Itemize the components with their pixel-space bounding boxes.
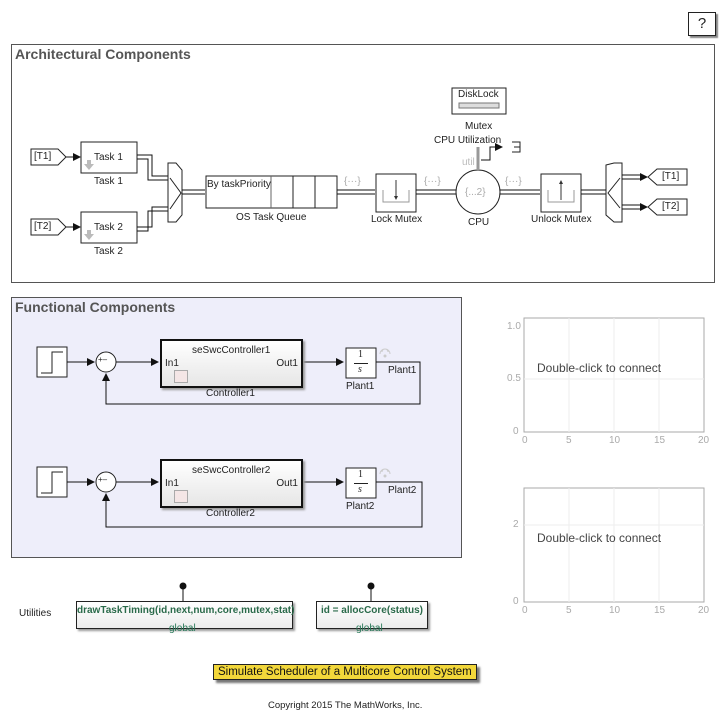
from-tag-t1-label: [T1]: [34, 151, 52, 162]
x-tick: 20: [698, 605, 710, 616]
plant2-label: Plant2: [346, 501, 375, 512]
area-title: Architectural Components: [15, 46, 191, 62]
y-tick: 0: [513, 426, 519, 437]
plant2-signal-label: Plant2: [388, 485, 417, 496]
lock-mutex-label: Lock Mutex: [371, 214, 423, 225]
function-scope: global: [356, 623, 383, 634]
x-tick: 15: [654, 605, 666, 616]
function-signature: drawTaskTiming(id,next,num,core,mutex,st…: [77, 605, 295, 616]
scope-placeholder: Double-click to connect: [537, 531, 662, 545]
scope-grid: [523, 317, 705, 433]
task2-block-text: Task 2: [94, 222, 123, 233]
util-port-label: util: [462, 157, 475, 168]
controller1-label: Controller1: [206, 388, 255, 399]
entity-connection: [137, 154, 168, 232]
scope-2[interactable]: 2 0 0 5 10 15 20 Double-click to connect: [490, 480, 715, 620]
down-arrow-icon: [84, 160, 94, 170]
terminator-block[interactable]: [512, 141, 521, 153]
entity-connection: [182, 189, 205, 195]
sum-signs: +–: [98, 475, 108, 484]
x-tick: 5: [566, 435, 572, 446]
goto-tag-t1-label: [T1]: [662, 171, 680, 182]
entity-marker: {···}: [424, 176, 441, 187]
scope-1[interactable]: 1.0 0.5 0 0 5 10 15 20 Double-click to c…: [490, 310, 715, 450]
in-port-label: In1: [165, 478, 179, 489]
goto-tag-t2-label: [T2]: [662, 201, 680, 212]
sum-signs: +–: [98, 355, 108, 364]
path-splitter-block[interactable]: [605, 162, 623, 223]
task1-label: Task 1: [94, 176, 123, 187]
down-arrow-icon: [84, 230, 94, 240]
plant2-denominator: s: [358, 484, 362, 495]
x-tick: 15: [654, 435, 666, 446]
goto-tag-t1[interactable]: [647, 168, 688, 186]
area-title: Functional Components: [15, 299, 176, 315]
out-port-label: Out1: [276, 358, 298, 369]
utilities-label: Utilities: [19, 608, 52, 619]
architectural-diagram: [30, 87, 688, 244]
y-tick: 2: [513, 519, 519, 530]
signal-logging-icon: [379, 348, 391, 355]
copyright: Copyright 2015 The MathWorks, Inc.: [268, 700, 423, 711]
x-tick: 0: [522, 605, 528, 616]
y-tick: 1.0: [507, 321, 521, 332]
alloc-core-function[interactable]: id = allocCore(status): [316, 601, 428, 629]
model-title: Simulate Scheduler of a Multicore Contro…: [213, 664, 477, 680]
task2-label: Task 2: [94, 246, 123, 257]
cpu-utilization-label: CPU Utilization: [434, 135, 502, 146]
mutex-label: Mutex: [465, 121, 493, 132]
x-tick: 0: [522, 435, 528, 446]
subsystem-title: seSwcController2: [192, 465, 271, 476]
from-tag-t2-label: [T2]: [34, 221, 52, 232]
out-port-label: Out1: [276, 478, 298, 489]
plant1-denominator: s: [358, 364, 362, 375]
from-tag-t2[interactable]: [30, 218, 67, 236]
plant1-signal-label: Plant1: [388, 365, 417, 376]
entity-marker: {···}: [505, 176, 522, 187]
model-reference-icon: [174, 490, 188, 503]
control-loop-2: [36, 466, 423, 528]
task1-block-text: Task 1: [94, 152, 123, 163]
controller2-model-reference[interactable]: seSwcController2 In1 Out1: [160, 459, 303, 508]
help-button[interactable]: ?: [688, 12, 716, 36]
queue-label: OS Task Queue: [236, 212, 307, 223]
from-tag-t1[interactable]: [30, 148, 67, 166]
entity-marker: {···}: [344, 176, 361, 187]
plant1-numerator: 1: [358, 349, 363, 360]
scope-grid: [523, 487, 705, 603]
function-signature: id = allocCore(status): [321, 605, 423, 616]
fraction-bar: [354, 363, 368, 364]
subsystem-title: seSwcController1: [192, 345, 271, 356]
y-tick: 0.5: [507, 373, 521, 384]
y-tick: 0: [513, 596, 519, 607]
unlock-mutex-label: Unlock Mutex: [531, 214, 592, 225]
x-tick: 5: [566, 605, 572, 616]
disklock-mutex-block[interactable]: [451, 87, 507, 115]
plant2-numerator: 1: [358, 469, 363, 480]
scope-placeholder: Double-click to connect: [537, 361, 662, 375]
function-scope: global: [169, 623, 196, 634]
model-reference-icon: [174, 370, 188, 383]
goto-tag-t2[interactable]: [647, 198, 688, 216]
plant1-label: Plant1: [346, 381, 375, 392]
controller2-label: Controller2: [206, 508, 255, 519]
mutex-block-text: DiskLock: [458, 89, 499, 100]
in-port-label: In1: [165, 358, 179, 369]
draw-task-timing-function[interactable]: drawTaskTiming(id,next,num,core,mutex,st…: [76, 601, 295, 629]
cpu-label: CPU: [468, 217, 490, 228]
x-tick: 20: [698, 435, 710, 446]
queue-block-text: By taskPriority: [207, 179, 271, 190]
controller1-model-reference[interactable]: seSwcController1 In1 Out1: [160, 339, 303, 388]
cpu-inner-text: {...2}: [465, 187, 486, 198]
function-connectors: [179, 582, 375, 601]
signal-logging-icon: [379, 468, 391, 475]
x-tick: 10: [609, 605, 621, 616]
fraction-bar: [354, 483, 368, 484]
x-tick: 10: [609, 435, 621, 446]
